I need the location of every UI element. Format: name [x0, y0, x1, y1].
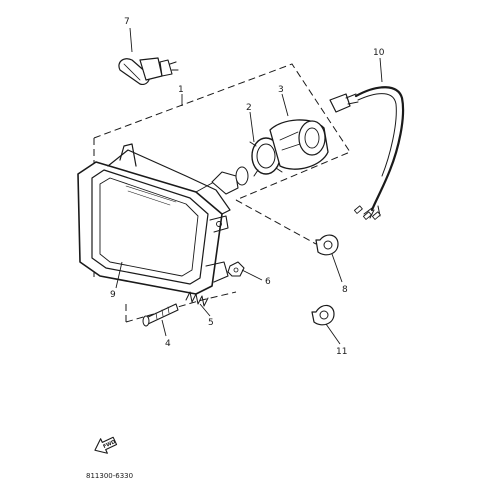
socket-cover: [269, 119, 329, 170]
bulb-holder-ring: [249, 137, 283, 177]
adjusting-screw: [142, 303, 179, 327]
callout-10: 10: [373, 48, 385, 58]
assembly-boundary: [93, 63, 351, 323]
callout-9: 9: [110, 290, 116, 300]
callout-8: 8: [342, 285, 348, 295]
fwd-arrow-icon: FWD: [94, 436, 118, 454]
callout-4: 4: [165, 339, 171, 349]
headlight-unit: [77, 143, 249, 295]
callout-6: 6: [265, 277, 271, 287]
spring: [185, 291, 209, 307]
wire-clamp-8: [315, 234, 339, 256]
halogen-bulb: [118, 57, 179, 85]
callout-2: 2: [246, 103, 252, 113]
callout-3: 3: [278, 85, 284, 95]
nut: [227, 261, 245, 277]
fwd-label: FWD: [102, 439, 116, 450]
leader-lines: [115, 27, 383, 345]
drawing-code: 811300-6330: [86, 472, 133, 480]
wire-clamp-11: [311, 304, 335, 326]
callout-7: 7: [124, 17, 130, 27]
callout-1: 1: [178, 85, 184, 95]
wire-harness: [329, 86, 405, 220]
callout-5: 5: [208, 318, 214, 328]
callout-11: 11: [336, 347, 347, 357]
